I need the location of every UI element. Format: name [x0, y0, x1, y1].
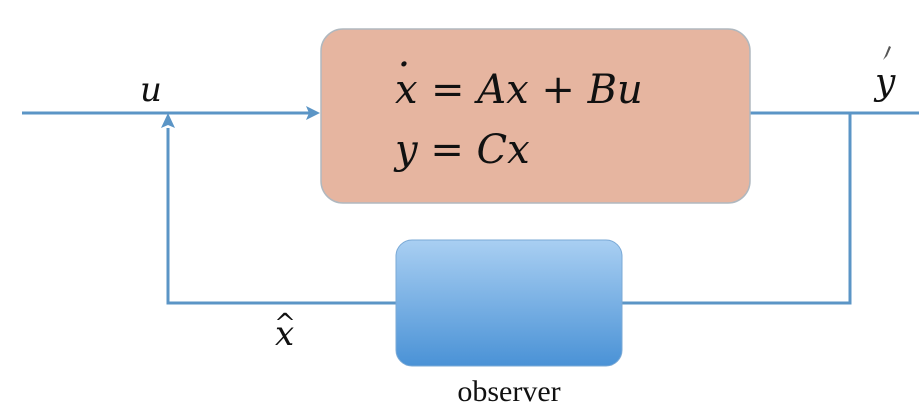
state-equation-rhs: = Ax + Bu	[431, 67, 643, 113]
state-derivative-dot: ·	[398, 42, 411, 88]
signal-lines	[22, 111, 919, 305]
observer-label: observer	[457, 375, 560, 408]
output-signal-label: y	[873, 62, 896, 103]
pen-cursor-icon	[883, 46, 891, 60]
output-to-observer-line	[622, 113, 852, 305]
estimate-signal-label: x	[275, 314, 294, 354]
observer-block	[395, 239, 623, 367]
plant-block	[320, 28, 751, 204]
state-equation-lhs: x	[395, 67, 418, 113]
input-signal-label: u	[140, 70, 162, 110]
estimate-hat-accent: ^	[274, 309, 296, 339]
feedback-arrowhead	[161, 113, 175, 128]
output-equation: y = Cx	[393, 127, 530, 173]
observer-to-input-line	[166, 128, 396, 305]
input-arrowhead	[306, 106, 320, 120]
